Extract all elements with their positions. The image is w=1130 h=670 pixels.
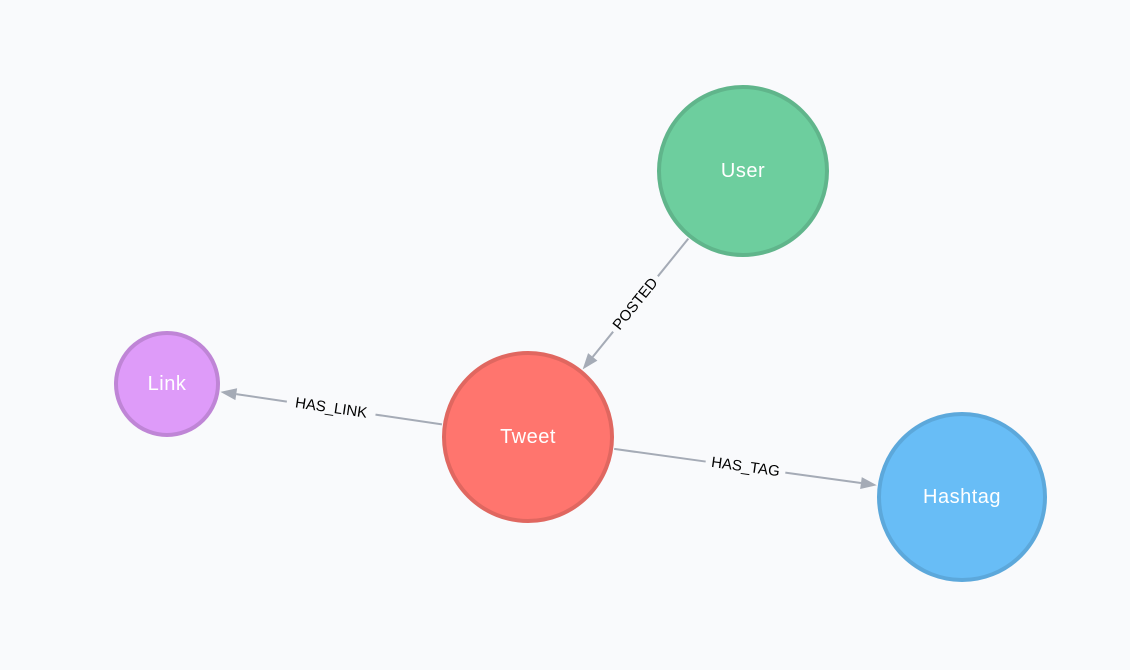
relationship-line[interactable]	[657, 238, 690, 277]
relationship-posted[interactable]: POSTED	[582, 238, 690, 370]
relationship-line[interactable]	[614, 447, 706, 463]
relationship-label-posted[interactable]: POSTED	[609, 275, 661, 334]
node-circle-hashtag[interactable]	[877, 412, 1047, 582]
relationship-has_tag[interactable]: HAS_TAG	[614, 447, 877, 489]
relationship-line[interactable]	[236, 393, 287, 403]
arrowhead-icon	[220, 388, 238, 401]
relationship-line[interactable]	[591, 331, 614, 358]
relationship-line[interactable]	[375, 413, 443, 426]
arrowhead-icon	[860, 477, 877, 489]
arrowhead-icon	[582, 353, 598, 370]
node-user[interactable]: User	[657, 85, 829, 257]
node-hashtag[interactable]: Hashtag	[877, 412, 1047, 582]
node-tweet[interactable]: Tweet	[442, 351, 614, 523]
relationship-label-has_tag[interactable]: HAS_TAG	[710, 454, 781, 480]
node-circle-link[interactable]	[114, 331, 220, 437]
relationship-has_link[interactable]: HAS_LINK	[220, 388, 443, 426]
node-circle-user[interactable]	[657, 85, 829, 257]
node-link[interactable]: Link	[114, 331, 220, 437]
relationship-label-has_link[interactable]: HAS_LINK	[294, 394, 368, 421]
node-circle-tweet[interactable]	[442, 351, 614, 523]
relationship-line[interactable]	[785, 471, 862, 485]
